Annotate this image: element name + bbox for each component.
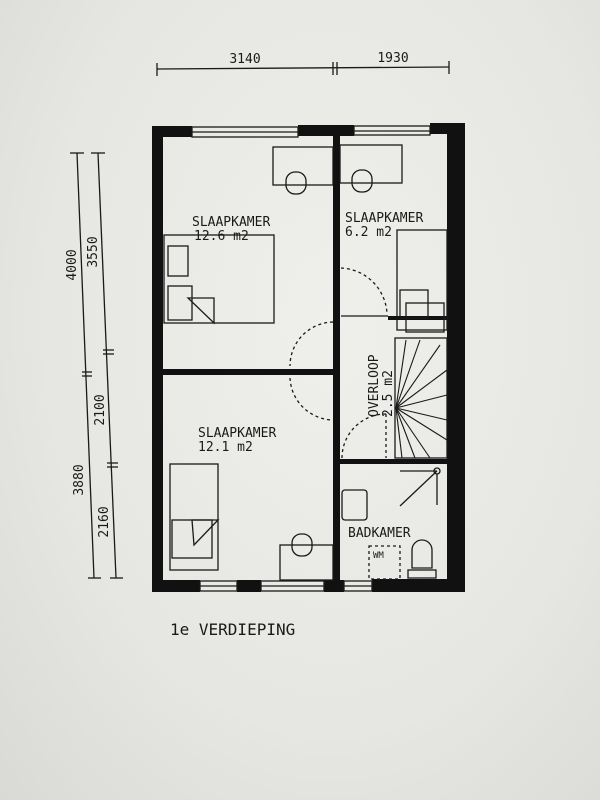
- washing-machine-label: WM: [373, 551, 384, 561]
- windows: [191, 125, 431, 592]
- room-name: SLAAPKAMER: [345, 211, 423, 226]
- dimension-label: 3880: [72, 464, 87, 495]
- dimension-label: 4000: [65, 249, 80, 280]
- top-dimension: 3140 1930: [156, 51, 450, 76]
- doors: [289, 267, 388, 459]
- room-name: OVERLOOP: [367, 354, 382, 417]
- room-area: 2.5 m2: [381, 370, 396, 417]
- room-area: 12.1 m2: [198, 440, 253, 455]
- room-area: 6.2 m2: [345, 225, 392, 240]
- floor-caption: 1e VERDIEPING: [170, 620, 295, 639]
- room-name: SLAAPKAMER: [192, 215, 270, 230]
- dimension-label: 3140: [229, 52, 260, 67]
- room-area: 12.6 m2: [194, 229, 249, 244]
- dimension-label: 2160: [97, 506, 112, 537]
- dimension-label: 2100: [93, 394, 108, 425]
- room-name: SLAAPKAMER: [198, 426, 276, 441]
- dimension-label: 3550: [86, 236, 101, 267]
- room-name: BADKAMER: [348, 526, 411, 541]
- dimension-label: 1930: [377, 51, 408, 66]
- left-dimension-inner: 3550 2100 2160: [86, 152, 123, 579]
- left-dimension-outer: 4000 3880: [65, 152, 101, 579]
- furniture: WM: [163, 144, 448, 581]
- room-labels: SLAAPKAMER 12.6 m2 SLAAPKAMER 6.2 m2 SLA…: [192, 211, 423, 541]
- walls: [152, 123, 465, 592]
